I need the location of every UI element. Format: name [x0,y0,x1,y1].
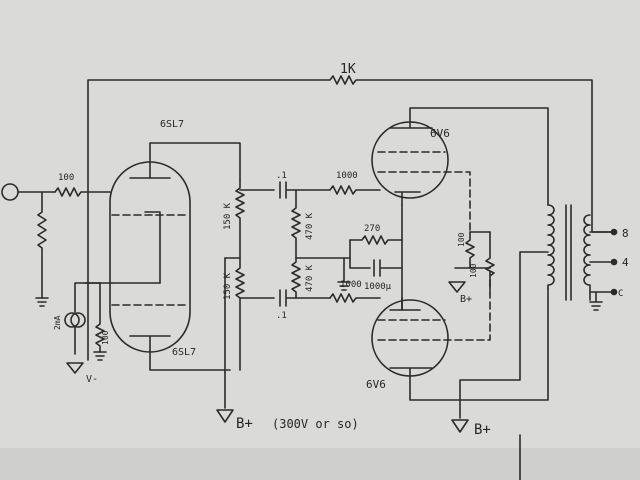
current-source-circle-b [70,312,86,328]
bplus-output-arrow [451,419,469,433]
coupling-cap-top [239,181,331,199]
tap-4-label: 4 [622,256,629,269]
output-tube-bottom-label: 6V6 [366,378,386,391]
grid-stopper-top-label: 1000 [336,171,358,181]
grid-leak-top-label: 470 K [305,212,315,240]
center-tap-wire [459,251,549,419]
grid-leak-bottom-label: 470 K [305,264,315,292]
screen-supply-arrow [448,281,466,293]
grid-stopper-top [329,185,381,195]
input-resistor [54,187,111,197]
transformer-secondary [583,214,591,301]
output-tube-top-grid [377,171,471,233]
plate-resistor-bottom [235,257,245,371]
cathode-bypass-cap [349,239,403,277]
bplus-driver-label: B+ [236,416,253,432]
bplus-output-label: B+ [474,422,491,438]
bias-ground [337,257,351,291]
driver-tube-bottom-label: 6SL7 [172,347,196,358]
tap-4-terminal [610,258,618,266]
output-tube-bottom-cathode [389,297,421,311]
tap-common-lead [589,291,613,311]
plate-resistor-bottom-label: 150 K [223,272,233,300]
coupling-cap-bottom [239,289,331,307]
current-source-label: 2mA [53,315,62,330]
current-source-circle-a [64,312,80,328]
driver-tube-top-label: 6SL7 [160,119,184,130]
bplus-driver-arrow [216,409,234,423]
driver-plate-top [129,142,241,181]
transformer-primary [547,204,555,289]
input-ground [35,297,49,307]
grid-stopper-bottom [329,293,381,303]
output-tube-top-plate [389,107,549,206]
tap-8-label: 8 [622,227,629,240]
neg-supply-label: V- [86,374,98,385]
input-resistor-label: 100 [58,173,74,183]
plate-resistor-top [224,179,245,259]
cathode-bias-resistor [349,235,403,245]
neg-supply-arrow [66,362,84,374]
grid-stopper-bottom-label: 1000 [340,280,362,290]
transformer-core [565,204,572,301]
cathode-resistor [95,282,105,353]
output-tube-bottom-plate [389,287,549,401]
output-tube-top-label: 6V6 [430,127,450,140]
screen-supply-label: B+ [460,294,472,305]
cathode-resistor-label: 100 [101,330,110,345]
screen-resistor-a-label: 100 [457,232,466,247]
feedback-resistor-label: 1K [340,62,356,77]
current-source-wire [74,282,101,313]
feedback-loop [87,75,613,361]
driver-cathode-link [144,211,161,284]
coupling-cap-bottom-label: .1 [276,311,287,321]
coupling-cap-top-label: .1 [276,171,287,181]
grid-leak-bottom [291,257,301,299]
paper-shadow [0,448,640,480]
grid-leak-top [291,189,351,259]
plate-resistor-top-label: 150 K [223,202,233,230]
tap-common-terminal [610,288,618,296]
cathode-ground [93,351,107,361]
output-tube-bottom-screen [377,271,491,341]
screen-resistor-b [485,231,495,291]
output-tube-top-cathode [394,191,421,206]
tap-8-terminal [610,228,618,236]
screen-resistor-b-label: 100 [469,263,478,278]
bplus-note-label: (300V or so) [272,417,359,431]
input-shunt-resistor [37,191,47,299]
screen-resistor-a [465,231,475,269]
driver-plate-bottom [129,335,231,371]
cathode-bypass-cap-label: 1000µ [364,282,392,292]
cathode-bias-resistor-label: 270 [364,224,380,234]
tap-common-label: C [618,289,623,299]
